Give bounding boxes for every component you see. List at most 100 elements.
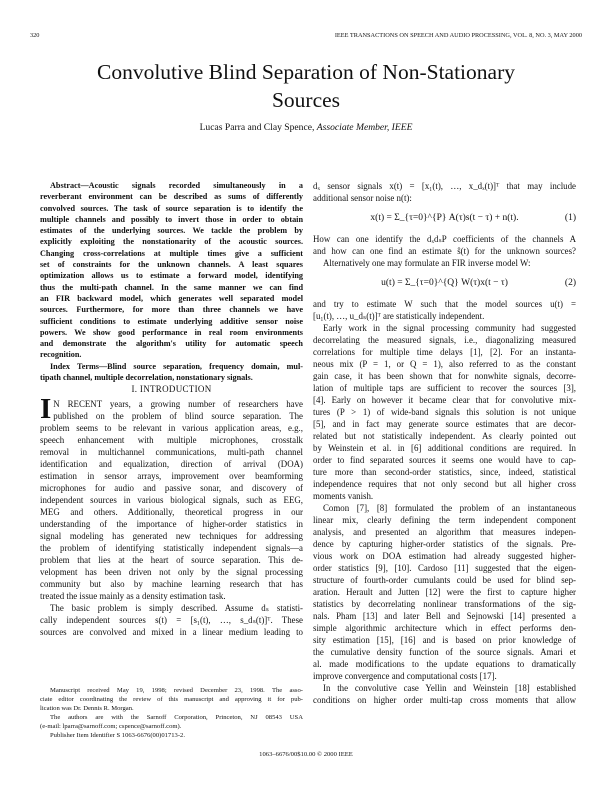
text-line: identification and equalization, directi…: [40, 459, 303, 469]
text-block: and try to estimate W such that the mode…: [313, 298, 576, 322]
text-line: published on the problem of blind source…: [53, 411, 303, 421]
text-line: an FIR backward model, which generates w…: [40, 293, 303, 303]
text-line: and try to estimate W such that the mode…: [313, 299, 576, 309]
text-line: gain case, it has been shown that for no…: [313, 371, 576, 381]
text-line: decorrelating the measured signals, i.e.…: [313, 335, 576, 345]
equation-2-number: (2): [564, 278, 576, 288]
text-line: sity estimation [15], [16] and is based …: [313, 635, 576, 645]
text-line: cally independent sources s(t) = [s₁(t),…: [40, 615, 303, 625]
text-line: and demonstrate the algorithm's utility …: [40, 339, 303, 349]
text-line: (e-mail: lparra@sarnoff.com; cspence@sar…: [40, 723, 182, 730]
text-line: lication was Dr. Dennis R. Morgan.: [40, 705, 134, 712]
text-block: In the convolutive case Yellin and Weins…: [313, 682, 576, 706]
text-line: additional sensor noise n(t):: [313, 193, 412, 203]
text-line: the cumulative density function of the s…: [313, 647, 576, 657]
text-block: Manuscript received May 19, 1998; revise…: [40, 686, 303, 713]
text-line: multiple channels and possibly to invert…: [40, 214, 303, 224]
running-header: IEEE TRANSACTIONS ON SPEECH AND AUDIO PR…: [334, 32, 582, 39]
text-line: problem that lies at the heart of source…: [40, 555, 303, 565]
text-line: [4]. Early on however it became clear th…: [313, 395, 576, 405]
text-line: removal in multichannel communications, …: [40, 447, 303, 457]
text-line: thus the multi-path channel. In the same…: [40, 282, 303, 292]
text-line: velopment has been driven not only by th…: [40, 567, 303, 577]
author-names: Lucas Parra and Clay Spence,: [199, 122, 317, 133]
text-line: Early work in the signal processing comm…: [323, 323, 576, 333]
text-line: Changing cross-correlations at multiple …: [40, 248, 303, 258]
text-line: [u₁(t), …, u_dₛ(t)]ᵀ are statistically i…: [313, 311, 485, 321]
drop-cap: I: [40, 393, 52, 425]
paper-title: Convolutive Blind Separation of Non-Stat…: [0, 58, 612, 114]
text-line: estimates of the underlying sources. We …: [40, 226, 303, 236]
text-line: convolved sources. The task of source se…: [40, 203, 303, 213]
text-line: conditions on higher order multi-tap cro…: [313, 695, 576, 705]
right-column: dₓ sensor signals x(t) = [x₁(t), …, x_dₓ…: [313, 180, 576, 706]
equation-2-body: u(t) = Σ_{τ=0}^{Q} W(τ)x(t − τ): [381, 278, 508, 288]
copyright-footer: 1063–6676/00$10.00 © 2000 IEEE: [259, 751, 353, 758]
text-line: set of constraints for the unknown chann…: [40, 260, 303, 270]
text-line: the problem of identifying statistically…: [40, 543, 303, 553]
text-line: statistics by decorrelating nonlinear tr…: [313, 599, 576, 609]
text-line: independent sources in various biologica…: [40, 495, 303, 505]
text-line: related but not statistically independen…: [313, 431, 576, 441]
text-line: vious work on DOA estimation had already…: [313, 551, 576, 561]
text-block: Early work in the signal processing comm…: [313, 322, 576, 502]
text-block: Abstract—Acoustic signals recorded simul…: [40, 180, 303, 361]
title-line-1: Convolutive Blind Separation of Non-Stat…: [96, 60, 515, 84]
text-line: tures (P > 1) of wide-band signals this …: [313, 407, 576, 417]
footnotes: Manuscript received May 19, 1998; revise…: [40, 686, 303, 740]
abstract: Abstract—Acoustic signals recorded simul…: [40, 180, 303, 383]
title-line-2: Sources: [271, 88, 341, 112]
text-line: tipath channel, multiple decorrelation, …: [40, 373, 253, 383]
text-line: speech enhancement with multiple microph…: [40, 435, 303, 445]
text-line: dence by capturing higher-order statisti…: [313, 539, 576, 549]
text-line: powers. We show good performance in real…: [40, 327, 303, 337]
text-line: signal modeling has generated new techni…: [40, 531, 303, 541]
text-line: Abstract—Acoustic signals recorded simul…: [50, 181, 303, 190]
text-line: The authors are with the Sarnoff Corpora…: [50, 714, 303, 721]
text-line: Alternatively one may formulate an FIR i…: [323, 258, 531, 268]
text-block: Index Terms—Blind source separation, fre…: [40, 361, 303, 384]
text-line: improve convergence and computational co…: [313, 671, 497, 681]
text-block: The basic problem is simply described. A…: [40, 602, 303, 638]
text-line: dₓ sensor signals x(t) = [x₁(t), …, x_dₓ…: [313, 181, 576, 191]
text-line: moments vanish.: [313, 491, 374, 501]
text-line: order to find separated sources it seems…: [313, 455, 576, 465]
equation-2: u(t) = Σ_{τ=0}^{Q} W(τ)x(t − τ) (2): [313, 269, 576, 298]
text-block: How can one identify the dₓdₛP coefficie…: [313, 233, 576, 269]
text-line: Publisher Item Identifier S 1063-6676(00…: [50, 732, 185, 739]
text-line: ture more than second-order statistics, …: [313, 467, 576, 477]
equation-1: x(t) = Σ_{τ=0}^{P} A(τ)s(t − τ) + n(t). …: [313, 204, 576, 233]
text-line: [5], and in fact may generate source est…: [313, 419, 576, 429]
text-line: MEG and others. Additionally, theoretica…: [40, 507, 303, 517]
text-line: explicitly exploiting the nonstationarit…: [40, 237, 303, 247]
text-line: Manuscript received May 19, 1998; revise…: [50, 687, 303, 694]
text-line: problem seems to be relevant in various …: [40, 423, 303, 433]
text-line: correlations for multiple time delays [1…: [313, 347, 576, 357]
text-line: community but also by machine learning r…: [40, 579, 303, 589]
text-line: understanding of the importance of highe…: [40, 519, 303, 529]
introduction-section: I. INTRODUCTION I N RECENT years, a grow…: [40, 382, 303, 638]
text-block: dₓ sensor signals x(t) = [x₁(t), …, x_dₓ…: [313, 180, 576, 204]
text-line: aration. Herault and Jutten [12] were th…: [313, 587, 576, 597]
equation-1-number: (1): [564, 213, 576, 223]
text-block: N RECENT years, a growing number of rese…: [40, 398, 303, 602]
text-line: structure of fourth-order cumulants coul…: [313, 575, 576, 585]
text-line: optimization allows us to estimate a for…: [40, 271, 303, 281]
section-heading: I. INTRODUCTION: [131, 384, 212, 394]
text-line: microphones for audio and passive sonar,…: [40, 483, 303, 493]
text-line: lation of multiple taps are sufficient t…: [313, 383, 576, 393]
author-line: Lucas Parra and Clay Spence, Associate M…: [0, 122, 612, 133]
text-line: by Weinstein et al. in [6] additional co…: [313, 443, 576, 453]
page-number: 320: [30, 32, 40, 39]
text-line: neous mix (P = 1, or Q = 1), also referr…: [313, 359, 576, 369]
text-line: In the convolutive case Yellin and Weins…: [323, 683, 576, 693]
text-line: Index Terms—Blind source separation, fre…: [50, 361, 303, 371]
text-line: The basic problem is simply described. A…: [50, 603, 303, 613]
text-line: al. made modifications to the update equ…: [313, 659, 576, 669]
text-line: and how can one find an estimate ŝ(t) fo…: [313, 246, 576, 256]
author-affiliation: Associate Member, IEEE: [316, 122, 413, 133]
text-line: sources are convolved and mixed in a lin…: [40, 627, 303, 637]
text-line: How can one identify the dₓdₛP coefficie…: [313, 234, 576, 244]
text-line: reverberant environment can be described…: [40, 192, 303, 202]
text-line: recognition.: [40, 350, 82, 360]
